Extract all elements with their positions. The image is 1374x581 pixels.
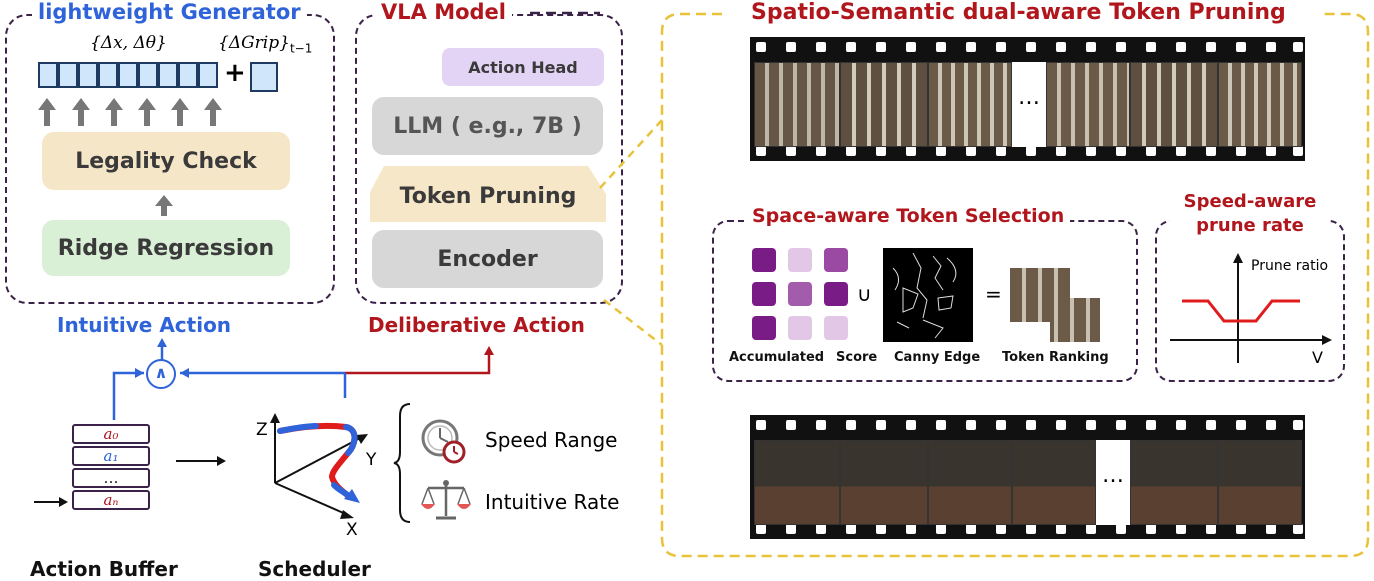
score-cell	[788, 282, 812, 306]
film-strip-bottom: …	[750, 415, 1305, 539]
axis-z-label: Z	[256, 420, 268, 440]
axis-x-label: X	[346, 520, 358, 540]
ranking-mask	[1070, 268, 1100, 298]
token-ranking-label: Token Ranking	[1002, 350, 1109, 365]
vla-model-title: VLA Model	[375, 0, 512, 24]
accumulated-label: Accumulated	[729, 350, 825, 365]
v-axis-label: V	[1312, 348, 1323, 367]
ridge-regression-block: Ridge Regression	[42, 220, 290, 276]
and-operator: ∧	[146, 359, 176, 389]
score-cell	[824, 316, 848, 340]
video-frame	[1130, 440, 1218, 525]
delta-pose-label: {Δx, Δθ}	[90, 33, 167, 53]
buffer-item: a₁	[72, 446, 150, 466]
action-token	[118, 62, 138, 88]
prune-ratio-label: Prune ratio	[1251, 258, 1329, 274]
buffer-item: aₙ	[72, 490, 150, 510]
video-frame	[754, 440, 840, 525]
ranking-mask	[1010, 248, 1100, 268]
action-token	[98, 62, 118, 88]
token-pruning-shape	[370, 166, 606, 222]
score-cell	[788, 316, 812, 340]
buffer-item-a0: a₀	[103, 425, 119, 443]
llm-block: LLM ( e.g., 7B )	[372, 97, 603, 155]
encoder-block: Encoder	[372, 230, 603, 288]
action-buffer-caption: Action Buffer	[30, 557, 178, 581]
canny-edge-label: Canny Edge	[894, 350, 981, 365]
generator-arrows	[38, 98, 222, 216]
frame-ellipsis: …	[1102, 463, 1124, 488]
vla-title-dash	[530, 11, 600, 15]
curly-brace	[393, 403, 411, 523]
intuitive-action-label: Intuitive Action	[57, 313, 232, 337]
delta-grip-subscript: t−1	[289, 41, 313, 56]
grip-token	[250, 62, 278, 92]
buffer-item-an: aₙ	[103, 491, 119, 509]
prune-rate-plot	[1170, 253, 1332, 363]
prune-rate-title: Speed-aware prune rate	[1170, 190, 1330, 238]
video-frame	[928, 440, 1012, 525]
video-frame	[1012, 440, 1096, 525]
buffer-item-a1: a₁	[103, 447, 119, 465]
canny-edge-image	[883, 248, 973, 342]
deliberative-action-label: Deliberative Action	[368, 313, 585, 337]
ellipsis-frame: …	[1012, 62, 1046, 147]
ranking-mask	[1010, 322, 1050, 342]
action-token	[158, 62, 178, 88]
scheduler-axes-plot	[270, 413, 368, 519]
buffer-item: a₀	[72, 424, 150, 444]
video-frame	[928, 62, 1012, 147]
clock-icon	[421, 419, 466, 464]
buffer-item: …	[72, 468, 150, 488]
video-frame	[840, 62, 928, 147]
scheduler-caption: Scheduler	[258, 557, 371, 581]
prune-rate-title-line2: prune rate	[1196, 215, 1304, 236]
delta-grip-text: {ΔGrip}	[218, 33, 290, 53]
pruning-panel-title: Spatio-Semantic dual-aware Token Pruning	[745, 0, 1292, 25]
action-token	[138, 62, 158, 88]
delta-grip-label: {ΔGrip}t−1	[218, 33, 312, 55]
score-cell	[788, 248, 812, 272]
token-pruning-label: Token Pruning	[399, 184, 577, 209]
action-token	[58, 62, 78, 88]
score-cell	[752, 282, 776, 306]
intuitive-rate-label: Intuitive Rate	[485, 490, 620, 514]
ellipsis-frame: …	[1096, 440, 1130, 525]
film-perforations	[756, 42, 1303, 156]
plus-sign: +	[224, 58, 246, 88]
film-perforations	[756, 420, 1303, 534]
video-frame	[1218, 440, 1302, 525]
legality-check-block: Legality Check	[42, 132, 290, 190]
connector-lines	[34, 338, 494, 507]
video-frame	[840, 440, 928, 525]
buffer-item-ellipsis: …	[103, 469, 119, 487]
equals-symbol: =	[985, 282, 1002, 306]
video-frame	[754, 62, 840, 147]
action-token	[198, 62, 218, 88]
video-frame	[1218, 62, 1302, 147]
token-ranking-image	[1010, 248, 1100, 342]
video-frame	[1046, 62, 1130, 147]
action-token	[38, 62, 58, 88]
score-cell	[752, 316, 776, 340]
score-cell	[824, 248, 848, 272]
axis-y-label: Y	[366, 450, 377, 470]
frame-ellipsis: …	[1018, 85, 1040, 110]
score-cell	[752, 248, 776, 272]
score-label: Score	[836, 350, 878, 365]
action-token	[78, 62, 98, 88]
action-head-block: Action Head	[442, 48, 604, 86]
and-symbol: ∧	[154, 363, 168, 382]
generator-title: lightweight Generator	[32, 0, 307, 24]
video-frame	[1130, 62, 1218, 147]
prune-rate-title-line1: Speed-aware	[1183, 191, 1317, 212]
token-selection-title: Space-aware Token Selection	[746, 205, 1071, 227]
action-token	[178, 62, 198, 88]
union-symbol: ∪	[857, 282, 872, 306]
film-strip-top: …	[750, 37, 1305, 161]
balance-scale-icon	[421, 480, 471, 520]
score-cell	[824, 282, 848, 306]
speed-range-label: Speed Range	[485, 428, 618, 452]
